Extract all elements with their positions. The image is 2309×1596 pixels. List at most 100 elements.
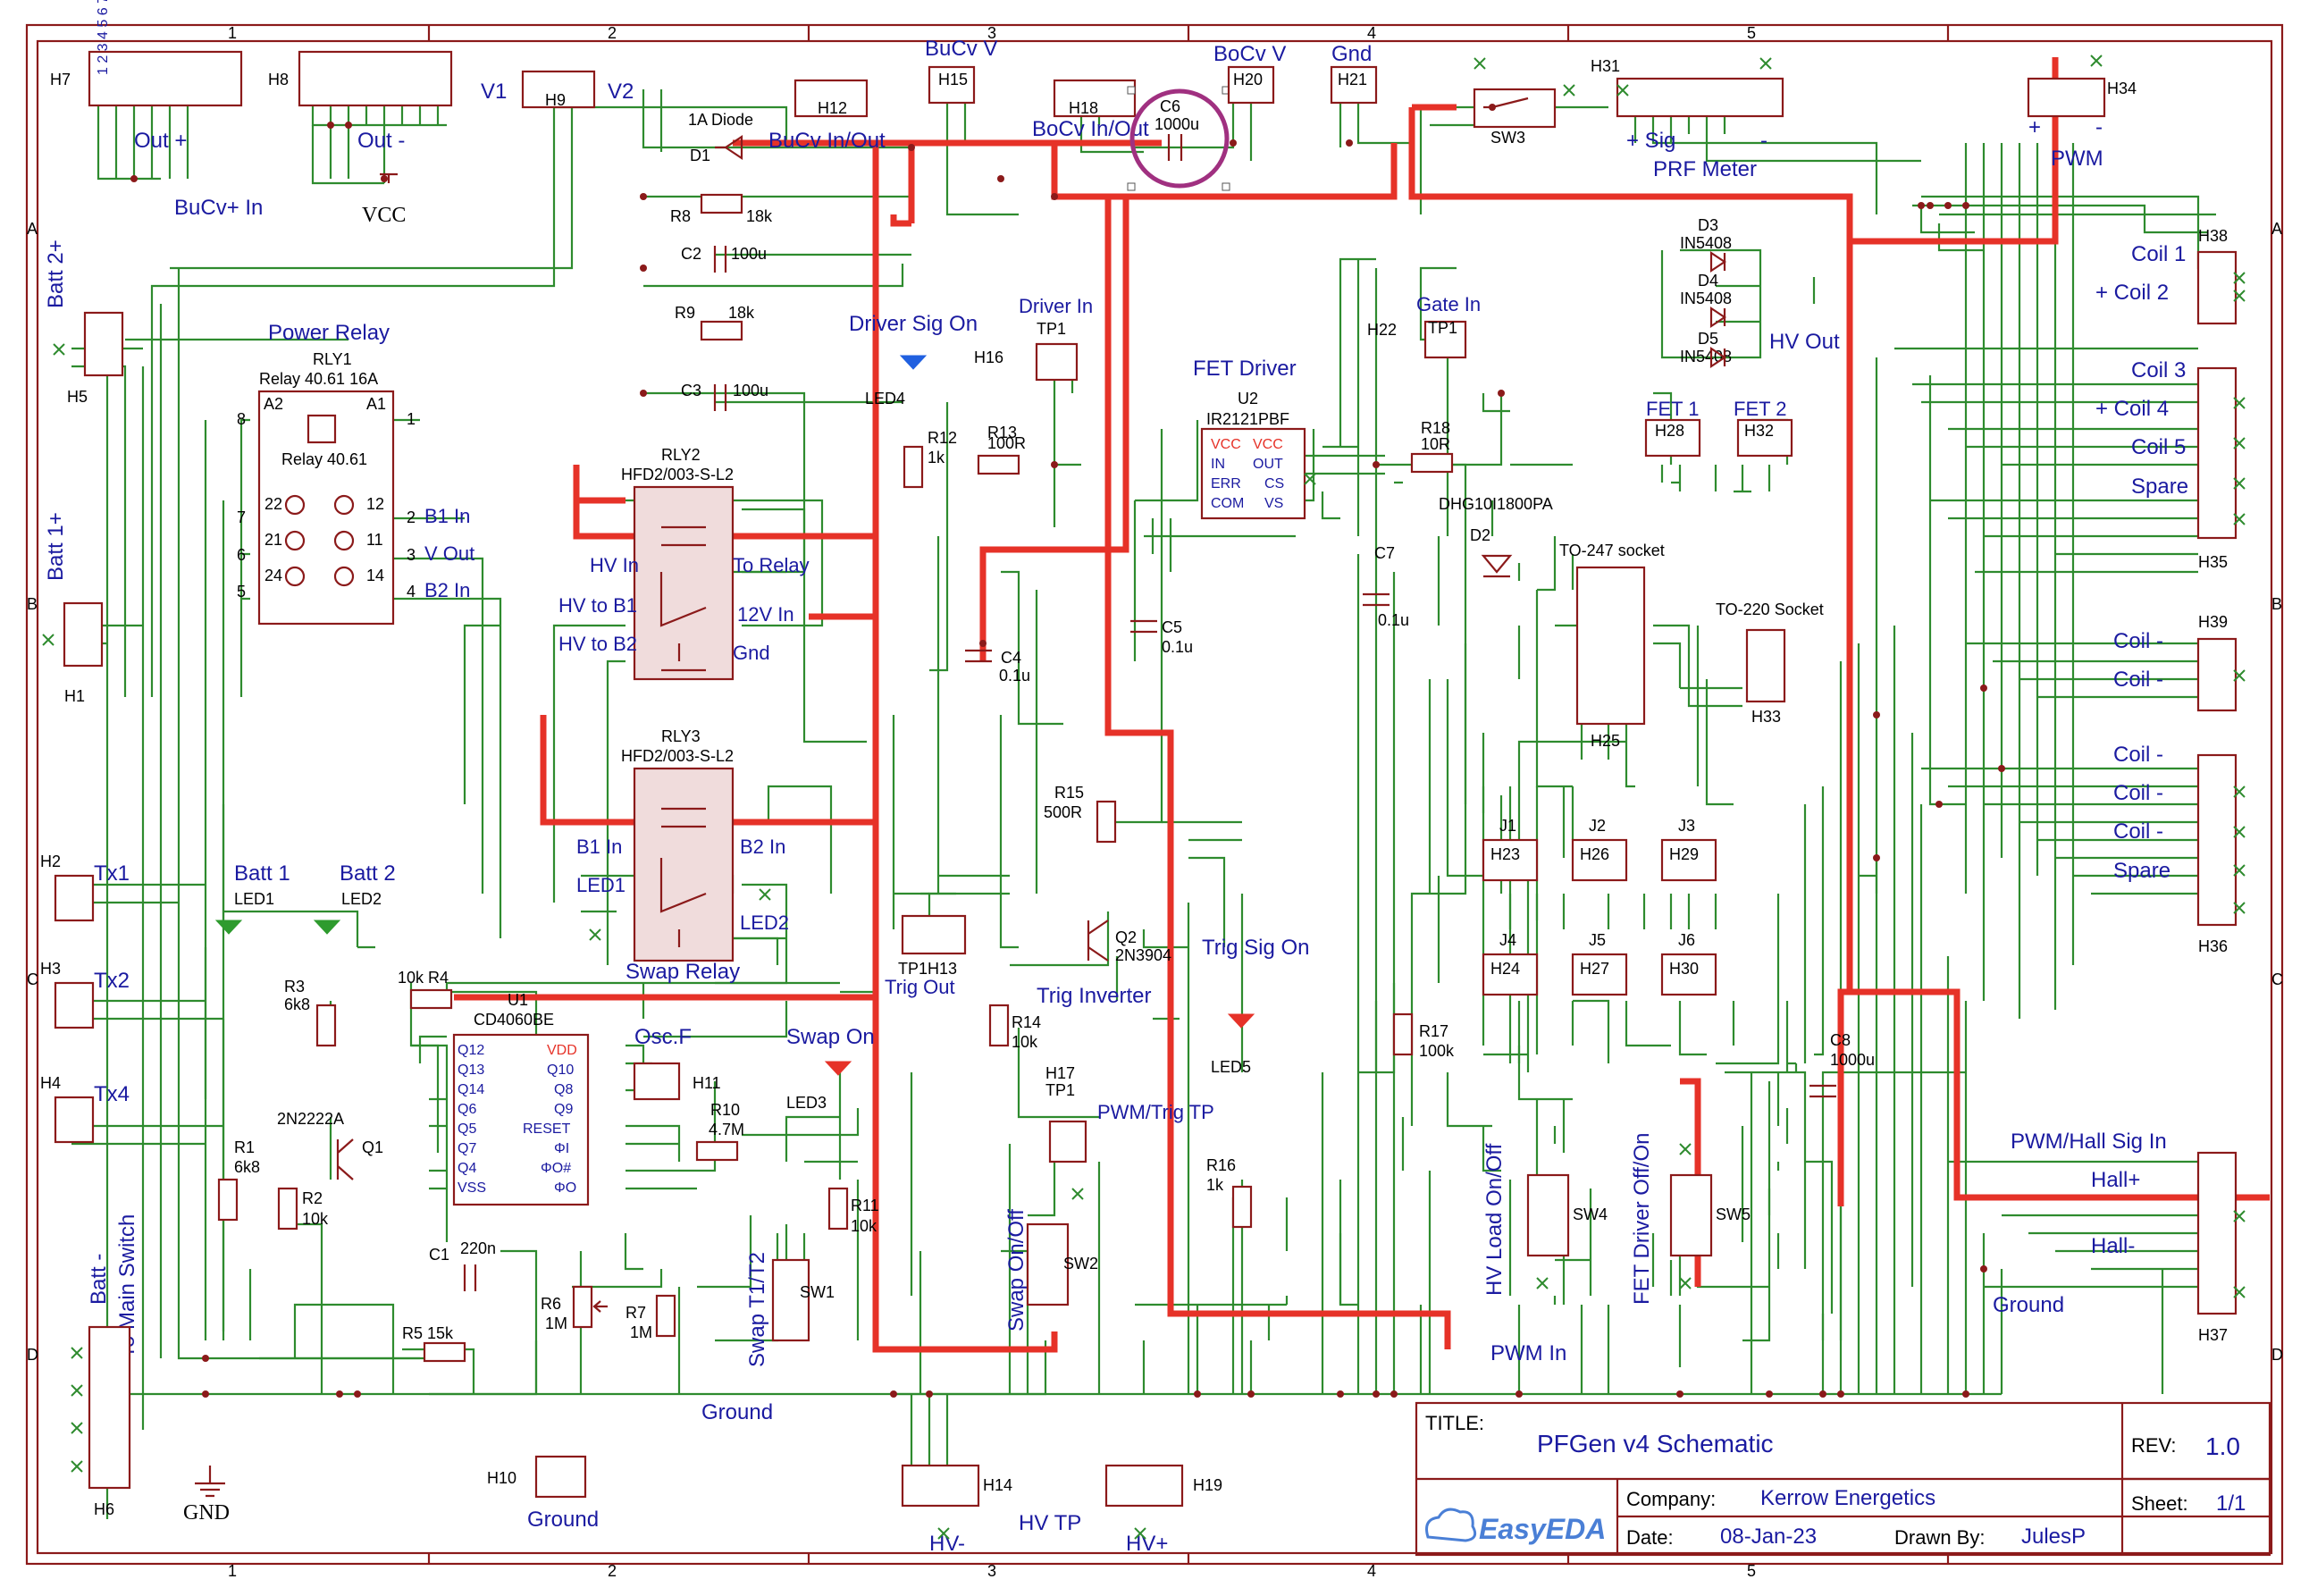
label-h20: H20 [1233,71,1263,88]
resistor-r14[interactable]: R14 10k [988,1004,1041,1051]
label-led5: LED5 [1211,1058,1251,1076]
header-h23[interactable]: H23 [1482,838,1539,882]
label-r13: R13 [987,424,1017,441]
header-h24[interactable]: H24 [1482,953,1539,996]
capacitor-c8[interactable]: C8 1000u [1809,1031,1875,1098]
header-h10[interactable]: H10 [487,1455,587,1499]
header-h35[interactable]: H35 [2196,366,2238,571]
relay-rly2[interactable] [633,485,735,681]
svg-text:OUT: OUT [1253,457,1283,472]
resistor-r18[interactable]: R18 10R [1410,419,1454,474]
header-h11[interactable]: H11 [633,1062,721,1101]
header-h14[interactable]: H14 [901,1464,1012,1508]
resistor-r17[interactable]: R17 100k [1392,1012,1455,1060]
resistor-r16[interactable]: R16 1k [1206,1156,1253,1229]
label-rly3-value: HFD2/003-S-L2 [621,747,734,765]
potentiometer-r6[interactable]: R6 1M [541,1285,608,1332]
relay-rly3[interactable] [633,767,735,962]
pin-2: 2 [407,508,416,526]
header-h4[interactable]: H4 [40,1074,95,1144]
header-h29[interactable]: H29 [1660,838,1717,882]
label-h12: H12 [818,99,847,117]
resistor-r5[interactable]: R5 15k [402,1324,466,1363]
resistor-r12[interactable]: R12 1k [903,429,957,489]
header-h32[interactable]: H32 [1736,418,1793,458]
pin-3: 3 [407,546,416,564]
resistor-r2[interactable]: R2 10k [277,1187,329,1231]
header-h38[interactable]: H38 [2196,227,2238,325]
header-h31[interactable]: H31 [1591,57,1784,118]
label-h39: H39 [2198,613,2228,631]
header-h19[interactable]: H19 [1104,1464,1222,1508]
header-h20[interactable]: H20 [1227,65,1275,105]
capacitor-c4[interactable]: C4 0.1u [965,649,1030,685]
svg-text:14: 14 [366,567,384,584]
header-gate-tp1[interactable]: TP1 [1423,319,1467,359]
header-h39[interactable]: H39 [2196,613,2238,712]
header-h33[interactable]: H33 [1745,628,1786,726]
switch-sw4[interactable]: SW4 [1526,1173,1608,1257]
header-h30[interactable]: H30 [1660,953,1717,996]
capacitor-c3[interactable]: C3 100u [681,382,768,411]
resistor-r15[interactable]: R15 500R [1044,784,1117,844]
label-ground3: Ground [1993,1293,2064,1317]
resistor-r9[interactable]: R9 18k [675,304,755,341]
header-h8[interactable]: H8 [268,50,453,107]
header-h7[interactable]: H7 1 2 3 4 5 6 7 8 [50,0,243,107]
header-h6[interactable]: H6 [88,1325,131,1518]
resistor-r11[interactable]: R11 10k [827,1187,879,1235]
header-h27[interactable]: H27 [1571,953,1628,996]
led4: LED4 [865,355,928,407]
label-r8: R8 [670,207,691,225]
header-h16[interactable]: H16 [974,342,1079,382]
header-h12[interactable]: H12 [793,79,869,118]
capacitor-c2[interactable]: C2 100u [681,245,767,273]
switch-sw5[interactable]: SW5 [1669,1173,1751,1257]
resistor-r13[interactable]: R13 100R [977,424,1026,475]
header-h18[interactable]: H18 [1053,79,1137,118]
header-h17[interactable] [1048,1120,1087,1163]
svg-text:VSS: VSS [458,1180,486,1196]
header-h9[interactable]: H9 [521,70,596,109]
resistor-r4[interactable]: 10k R4 [398,969,453,1010]
header-h1[interactable]: H1 [63,601,104,705]
label-h38: H38 [2198,227,2228,245]
header-h15[interactable]: H15 [928,65,976,105]
switch-sw3[interactable]: SW3 [1473,88,1557,147]
socket-h25[interactable]: H25 [1575,566,1646,750]
capacitor-c6[interactable]: C6 1000u [1127,86,1230,191]
label-d3: D3 [1698,216,1718,234]
resistor-r10[interactable]: R10 4.7M [695,1101,744,1162]
capacitor-c1[interactable]: C1 220n [429,1239,496,1291]
label-gnd-top: Gnd [1331,42,1372,66]
no-connect-marks [42,55,2246,1540]
header-h21[interactable]: H21 [1330,65,1378,105]
header-tp1h13[interactable]: TP1H13 [898,914,967,978]
header-h3[interactable]: H3 [40,960,95,1029]
switch-sw1[interactable]: SW1 [771,1258,835,1342]
potentiometer-r7[interactable]: R7 1M [626,1294,676,1341]
header-h34[interactable]: H34 [2027,77,2137,118]
label-u2: U2 [1238,390,1258,407]
header-h28[interactable]: H28 [1644,418,1701,458]
resistor-r1[interactable]: R1 6k8 [217,1138,260,1222]
svg-text:1 2 3 4 5 6 7 8: 1 2 3 4 5 6 7 8 [96,0,111,75]
label-r13-value: 100R [987,434,1026,452]
label-h14: H14 [983,1476,1012,1494]
header-h5[interactable]: H5 [67,311,124,406]
capacitor-c7[interactable]: C7 0.1u [1363,544,1409,629]
resistor-r8[interactable]: R8 18k [670,193,773,225]
header-h36[interactable]: H36 [2196,753,2238,955]
header-h26[interactable]: H26 [1571,838,1628,882]
capacitor-c5[interactable]: C5 0.1u [1130,618,1193,656]
resistor-r3[interactable]: R3 6k8 [284,978,337,1047]
svg-text:COM: COM [1211,496,1244,511]
label-b1-in: B1 In [424,505,470,527]
header-h37[interactable]: H37 [2196,1151,2238,1344]
header-h2[interactable]: H2 [40,853,95,922]
switch-sw2[interactable]: SW2 [1026,1222,1098,1306]
label-rly2-value: HFD2/003-S-L2 [621,466,734,483]
